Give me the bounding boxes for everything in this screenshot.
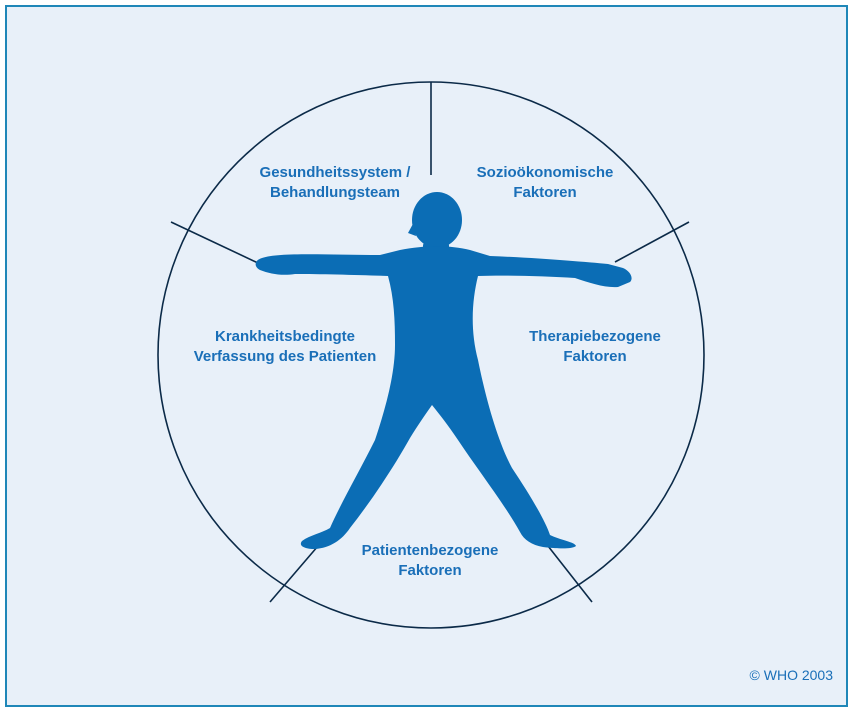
divider-upper-left <box>170 221 259 264</box>
label-socio-economic: Sozioökonomische Faktoren <box>445 163 645 203</box>
label-patient-line2: Faktoren <box>398 562 462 579</box>
label-condition: Krankheitsbedingte Verfassung des Patien… <box>170 327 400 367</box>
figure-head <box>412 192 462 248</box>
label-condition-line1: Krankheitsbedingte <box>214 328 356 345</box>
label-socio-economic-line2: Faktoren <box>513 184 577 201</box>
label-socio-economic-line1: Sozioökonomische <box>476 164 614 181</box>
copyright-notice: © WHO 2003 <box>749 667 833 683</box>
label-therapy-line1: Therapiebezogene <box>529 328 661 345</box>
label-health-system: Gesundheitssystem / Behandlungsteam <box>230 163 440 203</box>
divider-upper-right <box>614 221 690 263</box>
divider-lower-right <box>547 545 593 603</box>
label-therapy-line2: Faktoren <box>563 348 627 365</box>
figure-body <box>255 246 632 549</box>
label-therapy: Therapiebezogene Faktoren <box>495 327 695 367</box>
label-health-system-line1: Gesundheitssystem / <box>259 164 411 181</box>
label-patient: Patientenbezogene Faktoren <box>330 541 530 581</box>
label-condition-line2: Verfassung des Patienten <box>193 348 377 365</box>
divider-lower-left <box>269 545 319 603</box>
label-health-system-line2: Behandlungsteam <box>269 184 401 201</box>
human-figure-icon <box>255 192 632 549</box>
label-patient-line1: Patientenbezogene <box>361 542 499 559</box>
